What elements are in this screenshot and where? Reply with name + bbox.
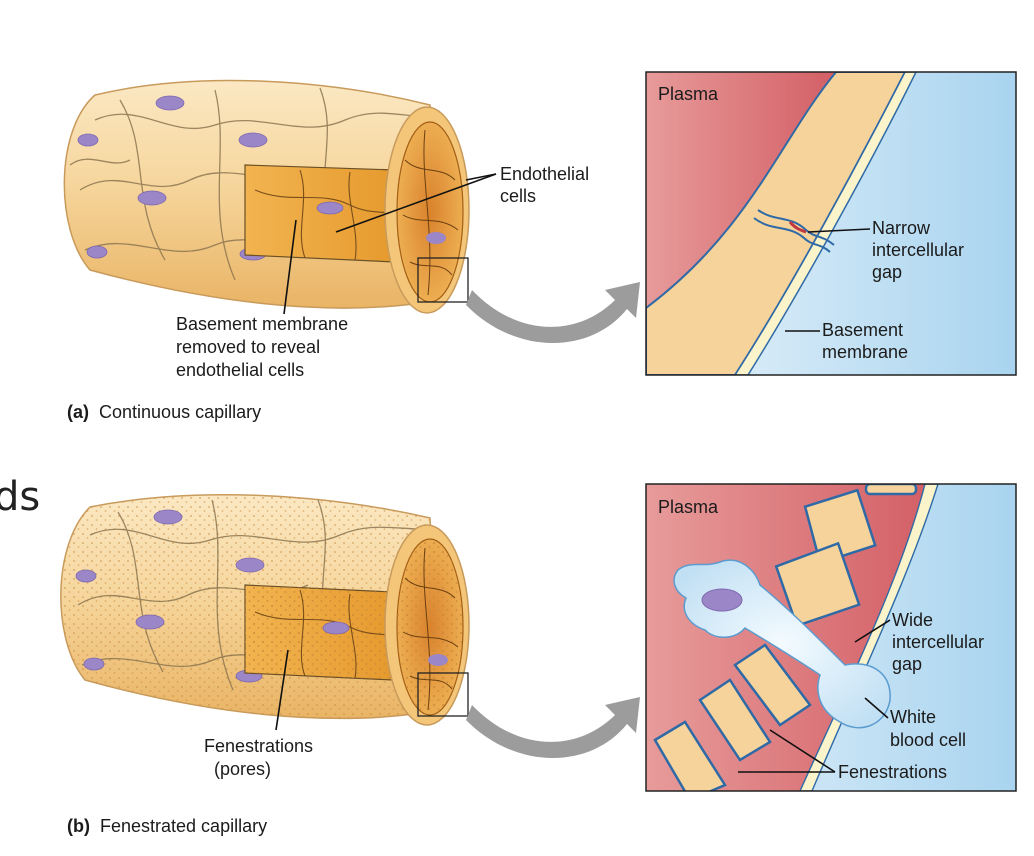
zoom-a-gap-label-line2: intercellular — [872, 240, 964, 260]
label-fenestrations-pores-line2: (pores) — [214, 759, 271, 779]
zoom-b-fenestrations-label: Fenestrations — [838, 762, 947, 782]
label-fenestrations-pores: Fenestrations — [204, 736, 313, 756]
panel-a-leader-lines — [283, 173, 497, 315]
label-basement-removed-line3: endothelial cells — [176, 360, 304, 380]
zoom-b-leaders — [738, 619, 891, 773]
zoom-a-gap-label-line3: gap — [872, 262, 902, 282]
zoom-a-plasma-label: Plasma — [658, 84, 719, 104]
zoom-a-gap-label: Narrow — [872, 218, 931, 238]
zoom-arrow-b — [466, 697, 640, 759]
margin-text-fragment: ds — [0, 474, 40, 520]
zoom-a-basement-label-line2: membrane — [822, 342, 908, 362]
label-endothelial-cells: Endothelial — [500, 164, 589, 184]
zoom-arrow-a — [466, 282, 640, 344]
zoom-panel-a — [646, 72, 1016, 375]
fenestrated-capillary-illustration — [60, 494, 470, 726]
caption-a: (a) Continuous capillary — [67, 402, 261, 422]
panel-b-leader-lines — [275, 649, 289, 731]
caption-b: (b) Fenestrated capillary — [67, 816, 267, 836]
label-basement-removed: Basement membrane — [176, 314, 348, 334]
zoom-b-gap-label-line3: gap — [892, 654, 922, 674]
label-basement-removed-line2: removed to reveal — [176, 337, 320, 357]
zoom-b-wbc-label: White — [890, 707, 936, 727]
zoom-panel-b — [646, 484, 1016, 791]
zoom-b-wbc-label-line2: blood cell — [890, 730, 966, 750]
continuous-capillary-illustration — [63, 79, 470, 314]
zoom-a-leaders — [785, 228, 871, 332]
zoom-b-plasma-label: Plasma — [658, 497, 719, 517]
label-endothelial-cells-line2: cells — [500, 186, 536, 206]
zoom-b-gap-label: Wide — [892, 610, 933, 630]
zoom-b-gap-label-line2: intercellular — [892, 632, 984, 652]
zoom-a-basement-label: Basement — [822, 320, 903, 340]
